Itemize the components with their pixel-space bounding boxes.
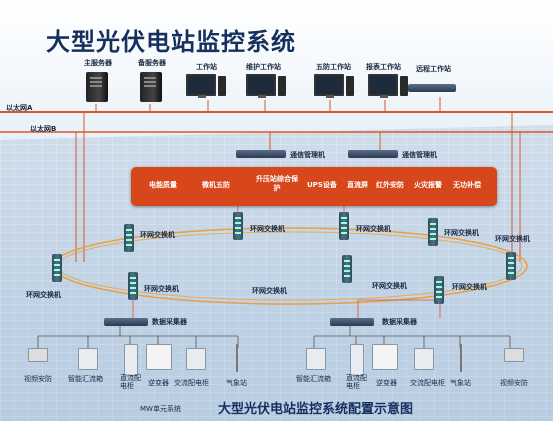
subsystem-ups: UPS设备 [307, 181, 337, 189]
backup-server-icon [140, 72, 162, 102]
main-server-label: 主服务器 [84, 59, 112, 67]
data-collector-left-icon [104, 318, 148, 326]
right-combiner-box-icon [306, 348, 326, 370]
right-weather-station-label: 气象站 [450, 379, 471, 387]
subsystem-fire-alarm: 火灾报警 [414, 181, 442, 189]
comm-manager-right-label: 通信管理机 [402, 151, 437, 159]
ring-switch-9-label: 环网交换机 [372, 282, 407, 290]
ring-switch-8-label: 环网交换机 [252, 287, 287, 295]
fifth-defense-workstation-label: 五防工作站 [316, 63, 351, 71]
subsystem-infrared-security: 红外安防 [376, 181, 404, 189]
ring-switch-5-icon [52, 254, 62, 282]
ring-switch-7-label: 环网交换机 [144, 285, 179, 293]
page-title: 大型光伏电站监控系统 [46, 27, 296, 56]
right-dc-cabinet-icon [350, 344, 364, 376]
right-ac-cabinet-icon [414, 348, 434, 370]
main-server-icon [86, 72, 108, 102]
ring-switch-2-label: 环网交换机 [250, 225, 285, 233]
ring-switch-6-icon [506, 252, 516, 280]
left-camera-icon [28, 348, 48, 362]
right-weather-station-icon [460, 344, 462, 372]
right-ac-cabinet-label: 交流配电柜 [410, 379, 445, 387]
ring-switch-1-label: 环网交换机 [140, 231, 175, 239]
ring-switch-10-icon [434, 276, 444, 304]
fifth-defense-tower-icon [346, 76, 354, 96]
ring-switch-3-label: 环网交换机 [356, 225, 391, 233]
left-inverter-icon [146, 344, 172, 370]
left-weather-station-label: 气象站 [226, 379, 247, 387]
right-video-security-label: 视频安防 [500, 379, 528, 387]
subarray-label: MW单元系统 [140, 405, 181, 413]
left-dc-cabinet-label: 直流配电柜 [120, 374, 141, 390]
subsystem-panel: 电能质量 微机五防 升压站综合保护 UPS设备 直流屏 红外安防 火灾报警 无功… [131, 167, 497, 206]
comm-manager-left-label: 通信管理机 [290, 151, 325, 159]
ring-switch-10-label: 环网交换机 [452, 283, 487, 291]
left-weather-station-icon [236, 344, 238, 372]
ring-switch-1-icon [124, 224, 134, 252]
data-collector-left-label: 数据采集器 [152, 318, 187, 326]
ring-switch-6-label: 环网交换机 [495, 235, 530, 243]
right-camera-icon [504, 348, 524, 362]
remote-workstation-label: 远程工作站 [416, 65, 451, 73]
ethernet-b-label: 以太网B [30, 125, 57, 133]
workstation-tower-icon [218, 76, 226, 96]
subsystem-substation-protection: 升压站综合保护 [256, 175, 298, 192]
maintenance-workstation-label: 维护工作站 [246, 63, 281, 71]
workstation-monitor-icon [186, 74, 216, 98]
comm-manager-left-icon [236, 150, 286, 158]
ring-switch-2-icon [233, 212, 243, 240]
left-dc-cabinet-icon [124, 344, 138, 376]
ring-switch-4-label: 环网交换机 [444, 229, 479, 237]
left-combiner-box-icon [78, 348, 98, 370]
subsystem-reactive-compensation: 无功补偿 [453, 181, 481, 189]
left-combiner-box-label: 智能汇流箱 [68, 375, 103, 383]
comm-manager-right-icon [348, 150, 398, 158]
backup-server-label: 备服务器 [138, 59, 166, 67]
subsystem-microcomputer-five-defense: 微机五防 [202, 181, 230, 189]
report-tower-icon [400, 76, 408, 96]
right-inverter-label: 逆变器 [376, 379, 397, 387]
ring-switch-7-icon [128, 272, 138, 300]
ring-switch-9-icon [342, 255, 352, 283]
data-collector-right-icon [330, 318, 374, 326]
report-workstation-label: 报表工作站 [366, 63, 401, 71]
right-inverter-icon [372, 344, 398, 370]
workstation-label: 工作站 [196, 63, 217, 71]
right-dc-cabinet-label: 直流配电柜 [346, 374, 367, 390]
ring-switch-5-label: 环网交换机 [26, 291, 61, 299]
remote-workstation-rack-icon [408, 84, 456, 92]
ethernet-a-label: 以太网A [6, 104, 33, 112]
report-monitor-icon [368, 74, 398, 98]
maintenance-tower-icon [278, 76, 286, 96]
left-ac-cabinet-icon [186, 348, 206, 370]
fifth-defense-monitor-icon [314, 74, 344, 98]
data-collector-right-label: 数据采集器 [382, 318, 417, 326]
ring-switch-3-icon [339, 212, 349, 240]
left-video-security-label: 视频安防 [24, 375, 52, 383]
maintenance-monitor-icon [246, 74, 276, 98]
right-combiner-box-label: 智能汇流箱 [296, 375, 331, 383]
subsystem-dc-panel: 直流屏 [347, 181, 368, 189]
ring-switch-4-icon [428, 218, 438, 246]
diagram-caption: 大型光伏电站监控系统配置示意图 [218, 402, 414, 417]
left-inverter-label: 逆变器 [148, 379, 169, 387]
left-ac-cabinet-label: 交流配电柜 [174, 379, 209, 387]
subsystem-power-quality: 电能质量 [149, 181, 177, 189]
